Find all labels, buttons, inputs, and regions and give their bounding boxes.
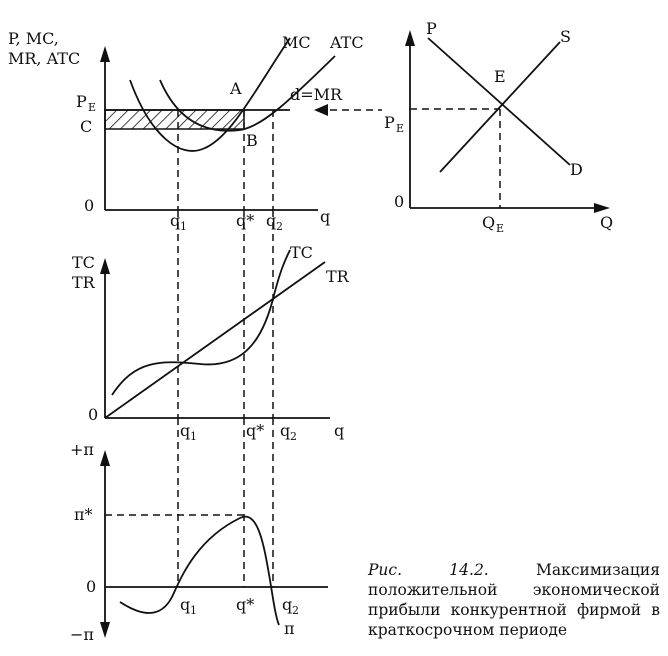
mid-tick-qstar: q* [246, 421, 264, 440]
mid-origin: 0 [88, 405, 98, 424]
bottom-tick-q1: q [180, 595, 190, 614]
tr-label: TR [326, 267, 350, 286]
market-pe-label: P [384, 113, 395, 132]
market-pe-sub: E [396, 122, 404, 135]
mid-tick-q1-sub: 1 [190, 430, 197, 443]
market-y-axis-arrow [405, 30, 415, 46]
market-s-label: S [560, 27, 571, 46]
price-pe-label: P [76, 92, 87, 111]
market-panel: P S E D P E 0 Q E Q [384, 19, 613, 235]
atc-curve [159, 55, 336, 132]
top-y-label-line1: P, MC, [8, 29, 59, 48]
demand-mr-label: d=MR [290, 85, 343, 104]
price-pe-sub: E [88, 101, 96, 114]
top-y-label-line2: MR, ATC [8, 49, 80, 68]
mid-y-label-line1: TC [72, 253, 95, 272]
top-y-axis-arrow [100, 46, 110, 62]
mid-tick-q2: q [280, 421, 290, 440]
market-x-axis-arrow [594, 203, 610, 213]
firm-cost-panel: P, MC, MR, ATC P E C 0 A B MC ATC d=MR q… [8, 29, 364, 233]
bottom-y-axis-arrow-down [100, 622, 110, 638]
bottom-tick-qstar: q* [236, 595, 254, 614]
figure-caption-text: Максимизация положительной экономической… [368, 561, 660, 639]
bottom-tick-q1-sub: 1 [190, 604, 197, 617]
mc-label: MC [282, 33, 311, 52]
market-p-label: P [426, 19, 437, 38]
tr-line [104, 261, 326, 419]
top-tick-qstar: q* [236, 211, 254, 230]
mid-tick-q2-sub: 2 [290, 430, 297, 443]
point-b-label: B [246, 131, 258, 150]
plus-pi-label: +π [70, 440, 94, 459]
top-tick-q1: q [170, 211, 180, 230]
tc-label: TC [290, 243, 313, 262]
market-q-label: Q [600, 213, 613, 232]
total-cost-revenue-panel: TC TR TC TR 0 q q 1 q* q 2 [72, 210, 350, 443]
figure-number: Рис. 14.2. [368, 561, 489, 579]
mc-curve [129, 37, 291, 152]
profit-panel: +π π* 0 −π q 1 q* q 2 π [70, 418, 328, 644]
market-e-label: E [494, 67, 506, 86]
atc-label: ATC [329, 33, 364, 52]
bottom-origin: 0 [86, 577, 96, 596]
minus-pi-label: −π [70, 625, 94, 644]
top-tick-q2: q [266, 211, 276, 230]
mid-x-label: q [334, 421, 344, 440]
profit-rectangle [104, 109, 245, 130]
market-supply-line [439, 41, 561, 173]
bottom-tick-q2: q [282, 595, 292, 614]
tc-curve [111, 249, 291, 396]
profit-curve [119, 515, 280, 626]
top-tick-q2-sub: 2 [276, 220, 283, 233]
mid-y-axis-arrow [100, 258, 110, 274]
pi-star-label: π* [74, 505, 93, 524]
top-origin: 0 [84, 196, 94, 215]
market-d-label: D [570, 160, 583, 179]
top-tick-q1-sub: 1 [180, 220, 187, 233]
cost-c-label: C [80, 117, 92, 136]
figure-caption: Рис. 14.2. Максимизация положительной эк… [368, 560, 660, 640]
bottom-tick-q2-sub: 2 [292, 604, 299, 617]
bottom-y-axis-arrow-up [100, 450, 110, 466]
market-demand-line [427, 37, 571, 166]
market-origin: 0 [394, 192, 404, 211]
market-qe-label: Q [482, 213, 495, 232]
pi-curve-label: π [284, 619, 295, 638]
top-x-label: q [320, 207, 330, 226]
mid-y-label-line2: TR [72, 273, 96, 292]
mid-tick-q1: q [180, 421, 190, 440]
market-qe-sub: E [496, 222, 504, 235]
market-to-firm-arrowhead [314, 104, 328, 116]
point-a-label: A [229, 79, 242, 98]
